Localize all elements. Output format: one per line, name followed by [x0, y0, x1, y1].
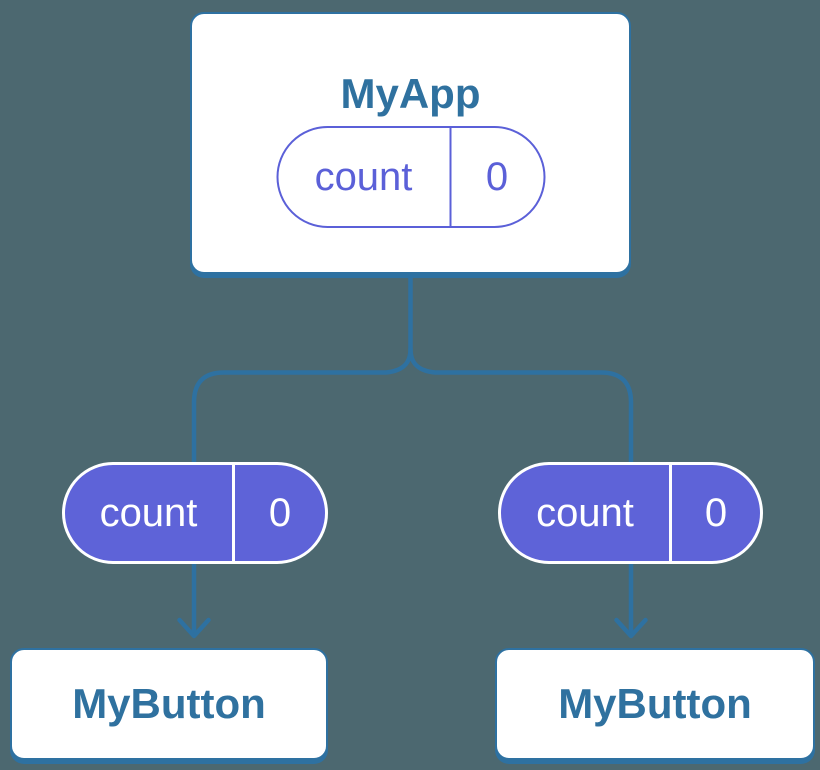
- prop-value-cell-right: 0: [672, 465, 760, 561]
- state-pill-myapp: count 0: [276, 126, 545, 228]
- node-myapp: MyApp count 0: [190, 12, 631, 274]
- prop-value-label-left: 0: [268, 490, 292, 535]
- arrowhead-left-icon: [177, 617, 211, 639]
- edge-parent-to-left-child: [191, 273, 413, 634]
- node-mybutton-right: MyButton: [495, 648, 815, 760]
- arrowhead-right-icon: [614, 617, 648, 639]
- node-mybutton-left-title: MyButton: [72, 680, 266, 727]
- prop-name-cell-left: count: [65, 465, 235, 561]
- prop-name-cell-right: count: [501, 465, 672, 561]
- prop-pill-left: count 0: [62, 462, 328, 564]
- node-mybutton-right-title: MyButton: [558, 680, 752, 727]
- state-value-cell: 0: [451, 128, 543, 226]
- node-mybutton-left: MyButton: [10, 648, 328, 760]
- prop-pill-right: count 0: [498, 462, 763, 564]
- state-value-label: 0: [485, 154, 509, 199]
- edge-parent-to-right-child: [408, 346, 634, 634]
- state-name-label: count: [314, 154, 413, 199]
- prop-name-label-right: count: [536, 490, 634, 535]
- state-name-cell: count: [278, 128, 451, 226]
- prop-value-cell-left: 0: [235, 465, 325, 561]
- node-myapp-title: MyApp: [340, 70, 481, 117]
- prop-value-label-right: 0: [704, 490, 728, 535]
- prop-name-label-left: count: [99, 490, 198, 535]
